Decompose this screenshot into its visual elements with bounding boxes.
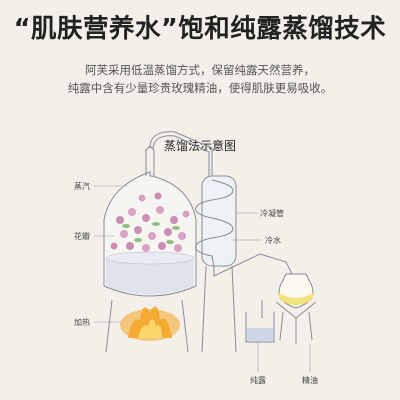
stand-leg-left — [105, 299, 113, 353]
label-hydrosol: 纯露 — [250, 376, 266, 385]
description-line-2: 纯露中含有少量珍贵玫瑰精油，使得肌肤更易吸收。 — [67, 81, 333, 95]
label-petals: 花瓣 — [74, 232, 90, 241]
label-steam: 蒸汽 — [74, 182, 90, 191]
label-cold-water: 冷水 — [265, 236, 281, 245]
condenser-coil — [195, 179, 234, 269]
stand-leg-right — [181, 299, 189, 353]
condenser-jacket — [201, 175, 237, 267]
label-essential-oil: 精油 — [302, 376, 318, 385]
vapor-tube — [149, 131, 213, 176]
flame — [120, 306, 180, 341]
flask-water — [106, 258, 194, 295]
diagram-title: 蒸馏法示意图 — [163, 139, 236, 153]
page-title: “肌肤营养水”饱和纯露蒸馏技术 — [13, 14, 387, 44]
label-heating: 加热 — [74, 318, 90, 327]
petals — [110, 192, 190, 252]
hydrosol-beaker — [245, 312, 275, 343]
label-condenser: 冷凝管 — [260, 209, 284, 218]
outlet-tube — [213, 253, 297, 283]
description-line-1: 阿芙采用低温蒸馏方式，保留纯露天然营养， — [85, 63, 315, 77]
